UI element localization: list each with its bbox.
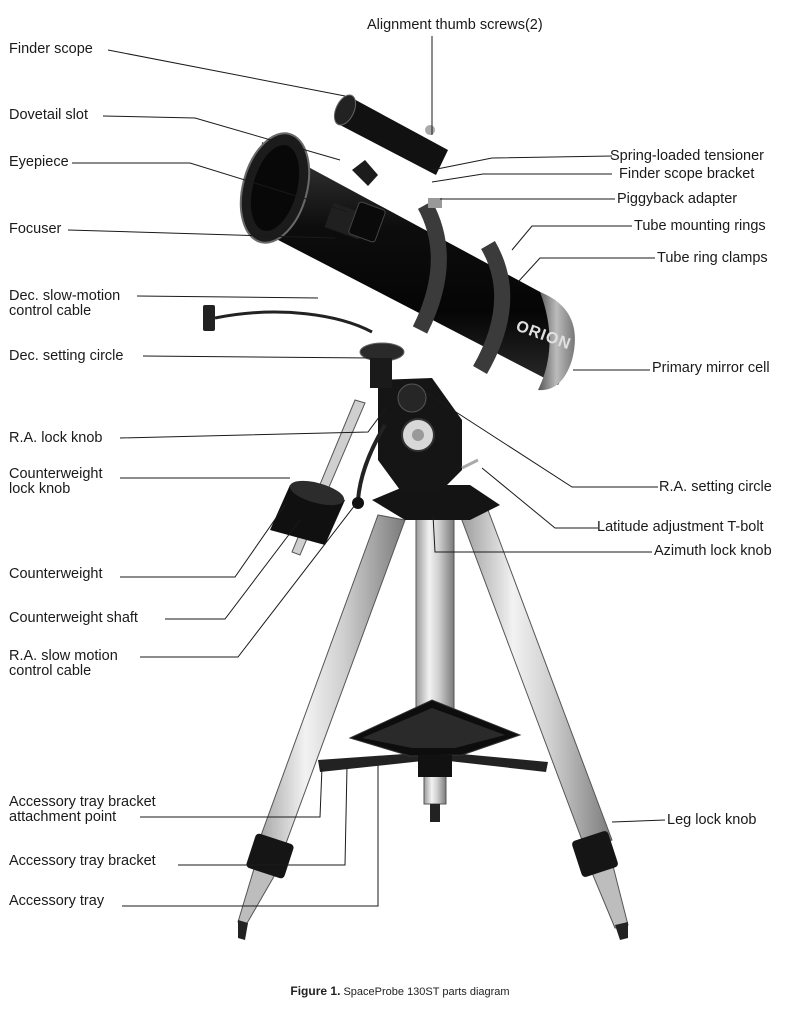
figure-caption-text: SpaceProbe 130ST parts diagram bbox=[343, 986, 510, 998]
label-finder-scope-bracket: Finder scope bracket bbox=[619, 166, 755, 182]
figure-number: Figure 1. bbox=[290, 984, 341, 998]
finder-scope bbox=[340, 98, 448, 175]
label-dovetail-slot: Dovetail slot bbox=[9, 107, 88, 123]
figure-caption: Figure 1. SpaceProbe 130ST parts diagram bbox=[0, 984, 800, 998]
tube-mounting-ring-2 bbox=[473, 240, 511, 374]
label-ra-slow-motion-cable: R.A. slow motion control cable bbox=[9, 649, 118, 679]
label-spring-loaded-tensioner: Spring-loaded tensioner bbox=[610, 148, 764, 164]
label-ra-lock-knob: R.A. lock knob bbox=[9, 430, 103, 446]
label-ra-slow-motion-cable-line1: R.A. slow motion bbox=[9, 648, 118, 664]
leg-lock-knob-left bbox=[246, 833, 294, 879]
label-counterweight-lock-knob: Counterweight lock knob bbox=[9, 467, 103, 497]
label-dec-slow-motion-cable-line2: control cable bbox=[9, 303, 92, 319]
label-piggyback-adapter: Piggyback adapter bbox=[617, 191, 738, 207]
label-leg-lock-knob: Leg lock knob bbox=[667, 812, 757, 828]
label-tube-mounting-rings: Tube mounting rings bbox=[634, 218, 766, 234]
label-alignment-thumb-screws: Alignment thumb screws(2) bbox=[367, 17, 543, 33]
label-accessory-tray-bracket-attachment-line2: attachment point bbox=[9, 809, 117, 825]
label-accessory-tray: Accessory tray bbox=[9, 893, 105, 909]
eyepiece bbox=[348, 201, 386, 243]
label-dec-setting-circle: Dec. setting circle bbox=[9, 348, 124, 364]
label-finder-scope: Finder scope bbox=[9, 41, 93, 57]
label-accessory-tray-bracket-attachment-point: Accessory tray bracket attachment point bbox=[9, 795, 156, 825]
primary-mirror-cell bbox=[538, 292, 575, 391]
tripod-leg-left bbox=[251, 514, 406, 866]
label-ra-setting-circle: R.A. setting circle bbox=[659, 479, 772, 495]
label-counterweight-lock-knob-line2: lock knob bbox=[9, 481, 71, 497]
label-accessory-tray-bracket-attachment-line1: Accessory tray bracket bbox=[9, 794, 156, 810]
tube-mounting-ring-1 bbox=[412, 201, 447, 334]
label-focuser: Focuser bbox=[9, 221, 62, 237]
label-primary-mirror-cell: Primary mirror cell bbox=[652, 360, 770, 376]
label-accessory-tray-bracket: Accessory tray bracket bbox=[9, 853, 156, 869]
label-latitude-adjustment-t-bolt: Latitude adjustment T-bolt bbox=[597, 519, 764, 535]
leader-lines bbox=[67, 36, 666, 907]
label-tube-ring-clamps: Tube ring clamps bbox=[657, 250, 768, 266]
label-counterweight: Counterweight bbox=[9, 566, 103, 582]
label-ra-slow-motion-cable-line2: control cable bbox=[9, 663, 92, 679]
tripod-leg-right bbox=[459, 509, 613, 849]
label-azimuth-lock-knob: Azimuth lock knob bbox=[654, 543, 772, 559]
label-eyepiece: Eyepiece bbox=[9, 154, 69, 170]
label-counterweight-shaft: Counterweight shaft bbox=[9, 610, 138, 626]
label-dec-slow-motion-cable-line1: Dec. slow-motion bbox=[9, 288, 121, 304]
equatorial-mount bbox=[203, 305, 479, 556]
optical-tube: ORION bbox=[239, 94, 575, 391]
label-dec-slow-motion-cable: Dec. slow-motion control cable bbox=[9, 289, 120, 319]
label-counterweight-lock-knob-line1: Counterweight bbox=[9, 466, 103, 482]
leg-lock-knob-right bbox=[572, 831, 618, 877]
